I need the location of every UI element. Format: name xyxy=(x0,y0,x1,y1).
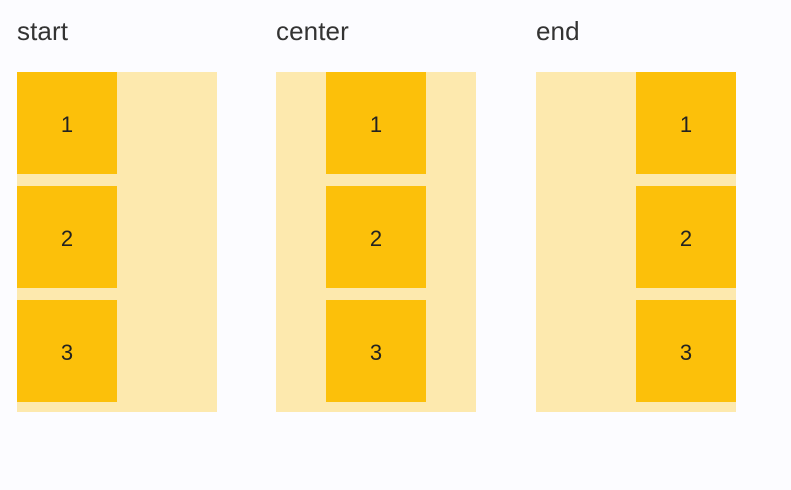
flex-item: 2 xyxy=(636,186,736,288)
flex-item-label: 2 xyxy=(679,226,693,252)
flex-item-label: 3 xyxy=(60,340,74,366)
flex-item: 2 xyxy=(17,186,117,288)
flex-item-label: 1 xyxy=(369,112,383,138)
flex-item: 2 xyxy=(326,186,426,288)
group-label-center: center xyxy=(276,16,349,46)
group-label-end: end xyxy=(536,16,580,46)
flex-item-label: 1 xyxy=(679,112,693,138)
flex-item-label: 2 xyxy=(369,226,383,252)
flex-item: 3 xyxy=(636,300,736,402)
flex-item: 1 xyxy=(636,72,736,174)
flex-item-label: 2 xyxy=(60,226,74,252)
flex-item: 1 xyxy=(326,72,426,174)
flex-item: 3 xyxy=(17,300,117,402)
flex-item-label: 3 xyxy=(369,340,383,366)
flex-item: 3 xyxy=(326,300,426,402)
flex-item-label: 3 xyxy=(679,340,693,366)
flex-container-center: 1 2 3 xyxy=(276,72,476,412)
flex-item-label: 1 xyxy=(60,112,74,138)
flex-item: 1 xyxy=(17,72,117,174)
group-label-start: start xyxy=(17,16,69,46)
flex-container-start: 1 2 3 xyxy=(17,72,217,412)
flex-container-end: 1 2 3 xyxy=(536,72,736,412)
